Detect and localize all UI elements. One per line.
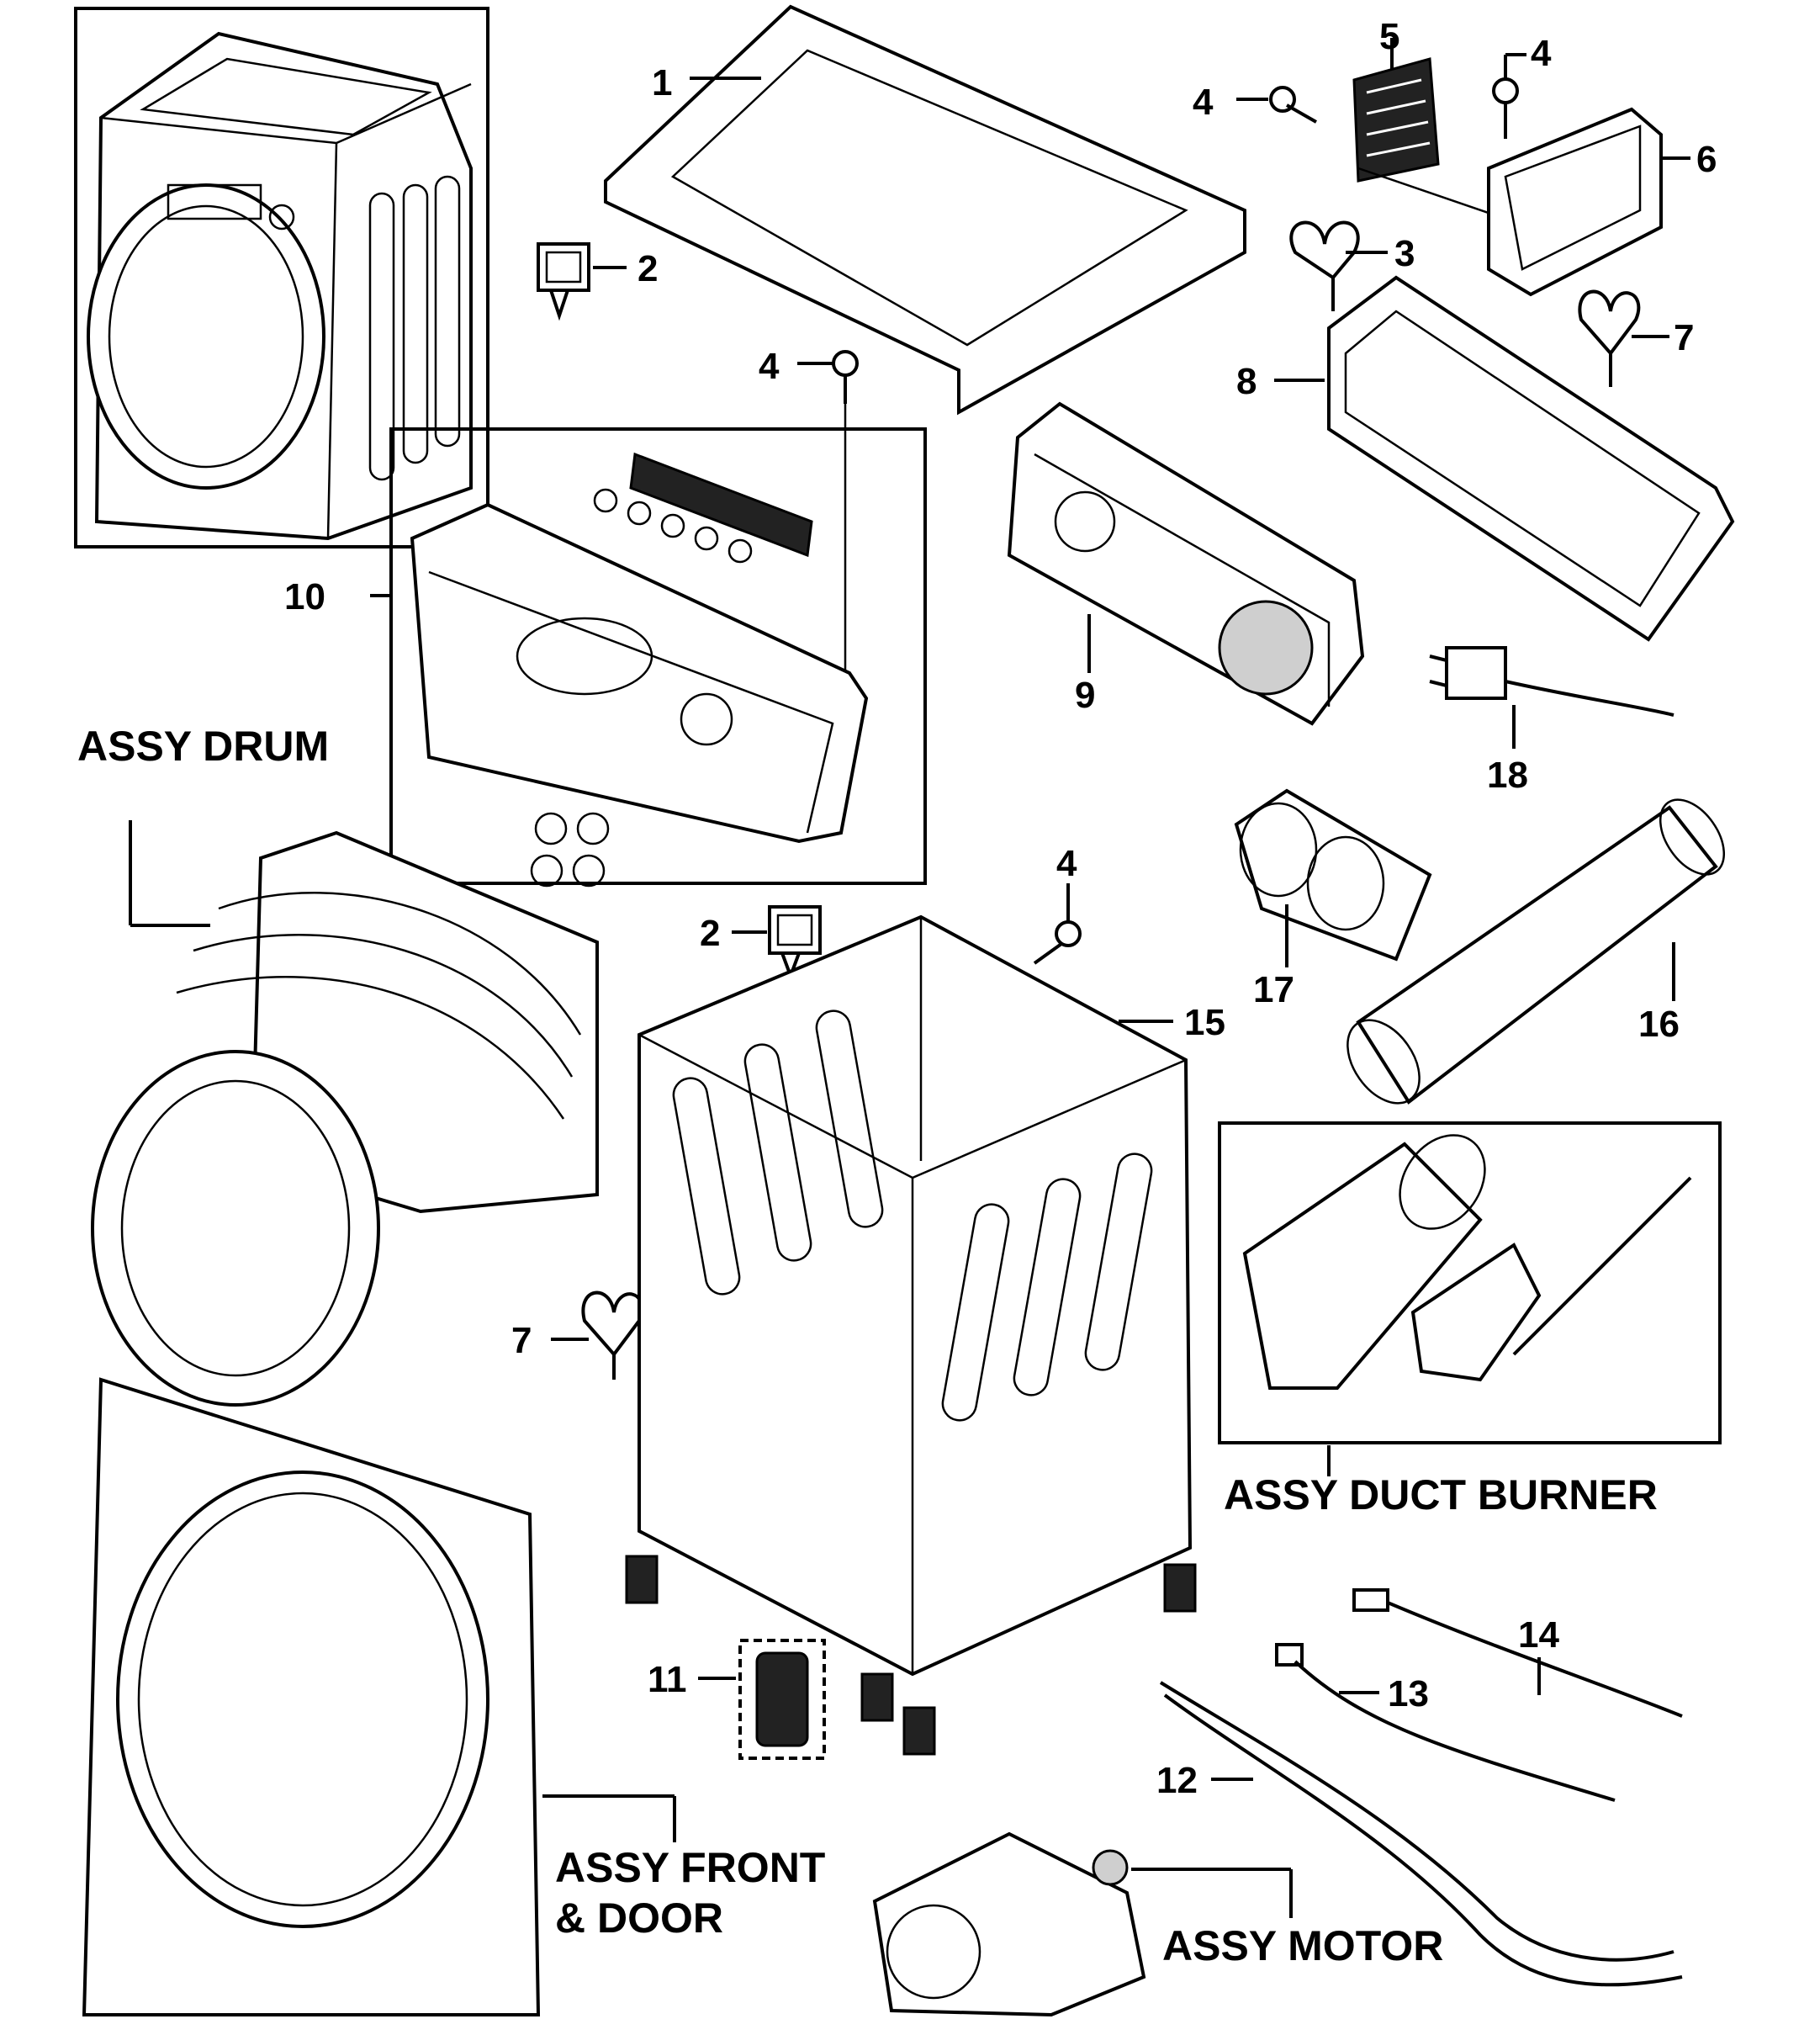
housing-part-6 bbox=[1487, 107, 1690, 297]
filter-part-5 bbox=[1352, 38, 1506, 220]
clamp-part-7-lower bbox=[551, 1290, 644, 1380]
control-panel-part-10 bbox=[370, 427, 927, 888]
leveling-foot-part-11 bbox=[698, 1639, 826, 1760]
label-part-14: 14 bbox=[1518, 1614, 1559, 1656]
label-part-4-d: 4 bbox=[1056, 843, 1077, 884]
label-part-2-lower: 2 bbox=[700, 913, 721, 954]
label-part-12: 12 bbox=[1156, 1760, 1198, 1801]
wire-harness-part-14 bbox=[1352, 1588, 1683, 1718]
exhaust-duct-part-16 bbox=[1346, 798, 1726, 1105]
wire-harness-part-12 bbox=[1159, 1681, 1683, 1987]
label-part-6: 6 bbox=[1696, 139, 1717, 180]
screw-part-4-c bbox=[797, 350, 859, 673]
label-part-5: 5 bbox=[1379, 16, 1400, 57]
label-assy-duct-burner: ASSY DUCT BURNER bbox=[1224, 1471, 1658, 1518]
label-part-1: 1 bbox=[652, 62, 673, 103]
label-part-8: 8 bbox=[1236, 361, 1257, 402]
label-part-9: 9 bbox=[1075, 675, 1096, 716]
label-part-15: 15 bbox=[1184, 1002, 1225, 1043]
label-part-4-c: 4 bbox=[759, 346, 780, 387]
label-part-16: 16 bbox=[1638, 1004, 1680, 1045]
label-part-7-lower: 7 bbox=[511, 1320, 532, 1361]
rear-bracket-part-8 bbox=[1274, 275, 1735, 642]
duct-burner-assembly bbox=[1218, 1121, 1722, 1476]
dryer-overview-illustration bbox=[74, 7, 489, 548]
label-part-7-upper: 7 bbox=[1674, 317, 1695, 358]
drum-assembly bbox=[91, 820, 599, 1407]
label-part-18: 18 bbox=[1487, 755, 1528, 796]
label-assy-motor: ASSY MOTOR bbox=[1162, 1922, 1444, 1969]
label-part-3: 3 bbox=[1394, 233, 1415, 274]
label-part-13: 13 bbox=[1388, 1673, 1429, 1714]
label-part-17: 17 bbox=[1253, 969, 1294, 1010]
clip-part-2-upper bbox=[537, 242, 627, 321]
label-part-4-b: 4 bbox=[1531, 33, 1552, 74]
screw-part-4-d bbox=[1033, 883, 1082, 965]
label-part-2-upper: 2 bbox=[638, 248, 659, 289]
front-door-assembly bbox=[82, 1377, 676, 2016]
wire-harness-part-13 bbox=[1275, 1643, 1616, 1802]
top-cover-part-1 bbox=[604, 4, 1246, 416]
power-cord-part-18 bbox=[1429, 646, 1675, 749]
motor-assembly bbox=[872, 1831, 1293, 2017]
clamp-part-3 bbox=[1289, 220, 1388, 311]
cabinet-part-15 bbox=[625, 914, 1197, 1756]
label-assy-front-door-line2: & DOOR bbox=[555, 1894, 723, 1942]
label-assy-front-door-line1: ASSY FRONT bbox=[555, 1844, 826, 1891]
label-assy-drum: ASSY DRUM bbox=[77, 723, 330, 770]
screw-part-4-b bbox=[1492, 53, 1526, 139]
clamp-part-7-upper bbox=[1578, 289, 1669, 387]
label-part-10: 10 bbox=[284, 576, 325, 617]
control-board-part-9 bbox=[1007, 401, 1365, 726]
label-part-11: 11 bbox=[648, 1659, 687, 1700]
duct-cover-part-17 bbox=[1234, 788, 1432, 967]
label-part-4-a: 4 bbox=[1193, 82, 1214, 123]
screw-part-4-a bbox=[1236, 86, 1317, 124]
